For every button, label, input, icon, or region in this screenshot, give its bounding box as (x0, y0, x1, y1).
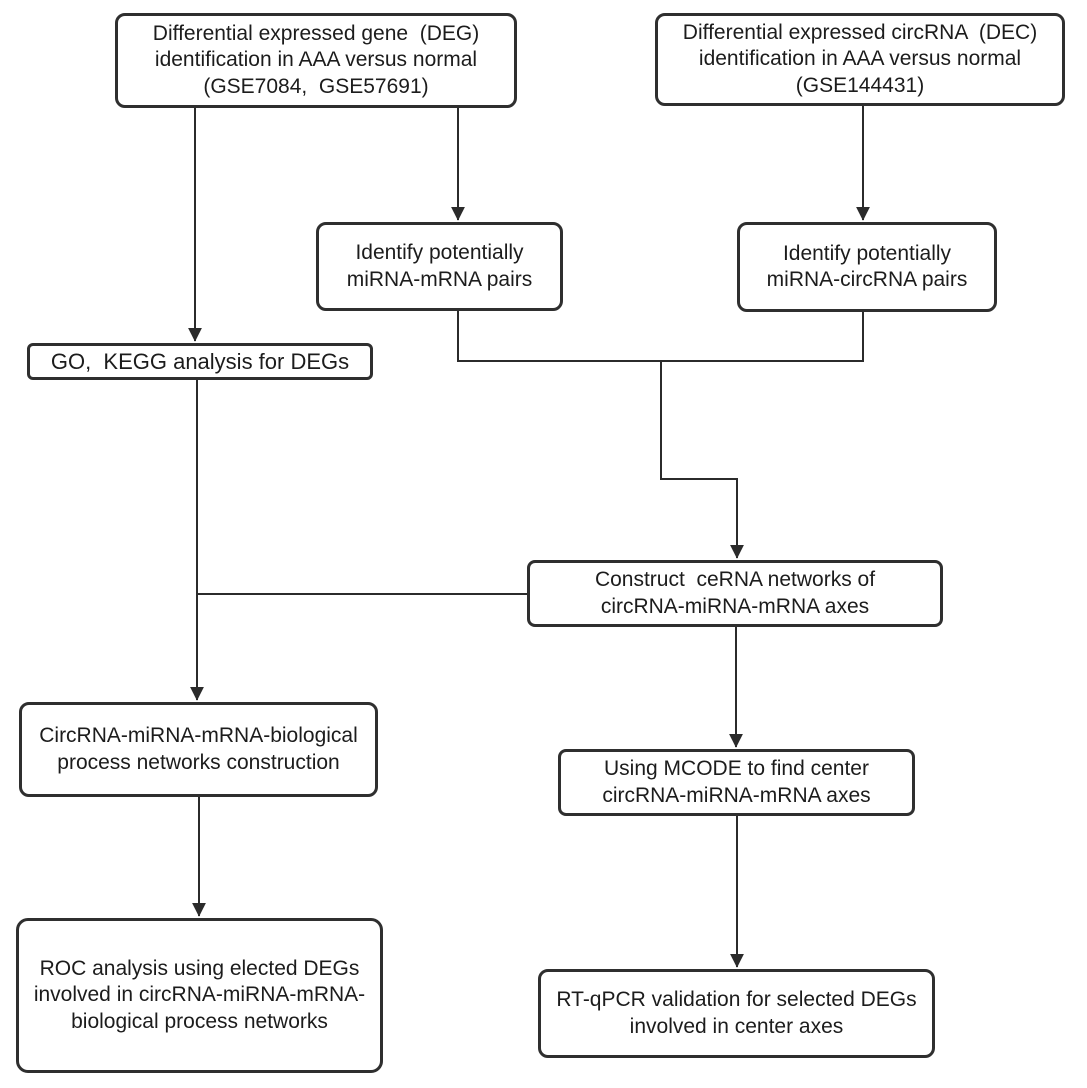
node-construct-cerna-networks: Construct ceRNA networks of circRNA-miRN… (527, 560, 943, 627)
node-roc-analysis: ROC analysis using elected DEGs involved… (16, 918, 383, 1073)
node-rtqpcr-validation-label: RT-qPCR validation for selected DEGs inv… (556, 988, 917, 1038)
node-rtqpcr-validation: RT-qPCR validation for selected DEGs inv… (538, 969, 935, 1058)
node-construct-cerna-networks-label: Construct ceRNA networks of circRNA-miRN… (594, 568, 876, 618)
node-deg-identification: Differential expressed gene (DEG) identi… (115, 13, 517, 108)
node-dec-identification-label: Differential expressed circRNA (DEC) ide… (682, 21, 1038, 97)
node-mcode-center-axes: Using MCODE to find center circRNA-miRNA… (558, 749, 915, 816)
node-identify-mirna-circrna-pairs-label: Identify potentially miRNA-circRNA pairs (766, 241, 968, 291)
node-mcode-center-axes-label: Using MCODE to find center circRNA-miRNA… (602, 757, 871, 807)
node-roc-analysis-label: ROC analysis using elected DEGs involved… (33, 957, 366, 1033)
node-deg-identification-label: Differential expressed gene (DEG) identi… (152, 22, 480, 98)
node-biological-process-networks: CircRNA-miRNA-mRNA-biological process ne… (19, 702, 378, 797)
node-go-kegg-analysis: GO, KEGG analysis for DEGs (27, 343, 373, 380)
node-identify-mirna-circrna-pairs: Identify potentially miRNA-circRNA pairs (737, 222, 997, 312)
connector-merge-bar (457, 311, 864, 362)
node-go-kegg-analysis-label: GO, KEGG analysis for DEGs (50, 348, 350, 374)
node-biological-process-networks-label: CircRNA-miRNA-mRNA-biological process ne… (39, 724, 358, 774)
node-identify-mirna-mrna-pairs: Identify potentially miRNA-mRNA pairs (316, 222, 563, 311)
connector-merge-cerna (660, 361, 744, 559)
node-identify-mirna-mrna-pairs-label: Identify potentially miRNA-mRNA pairs (346, 241, 533, 291)
node-dec-identification: Differential expressed circRNA (DEC) ide… (655, 13, 1065, 106)
